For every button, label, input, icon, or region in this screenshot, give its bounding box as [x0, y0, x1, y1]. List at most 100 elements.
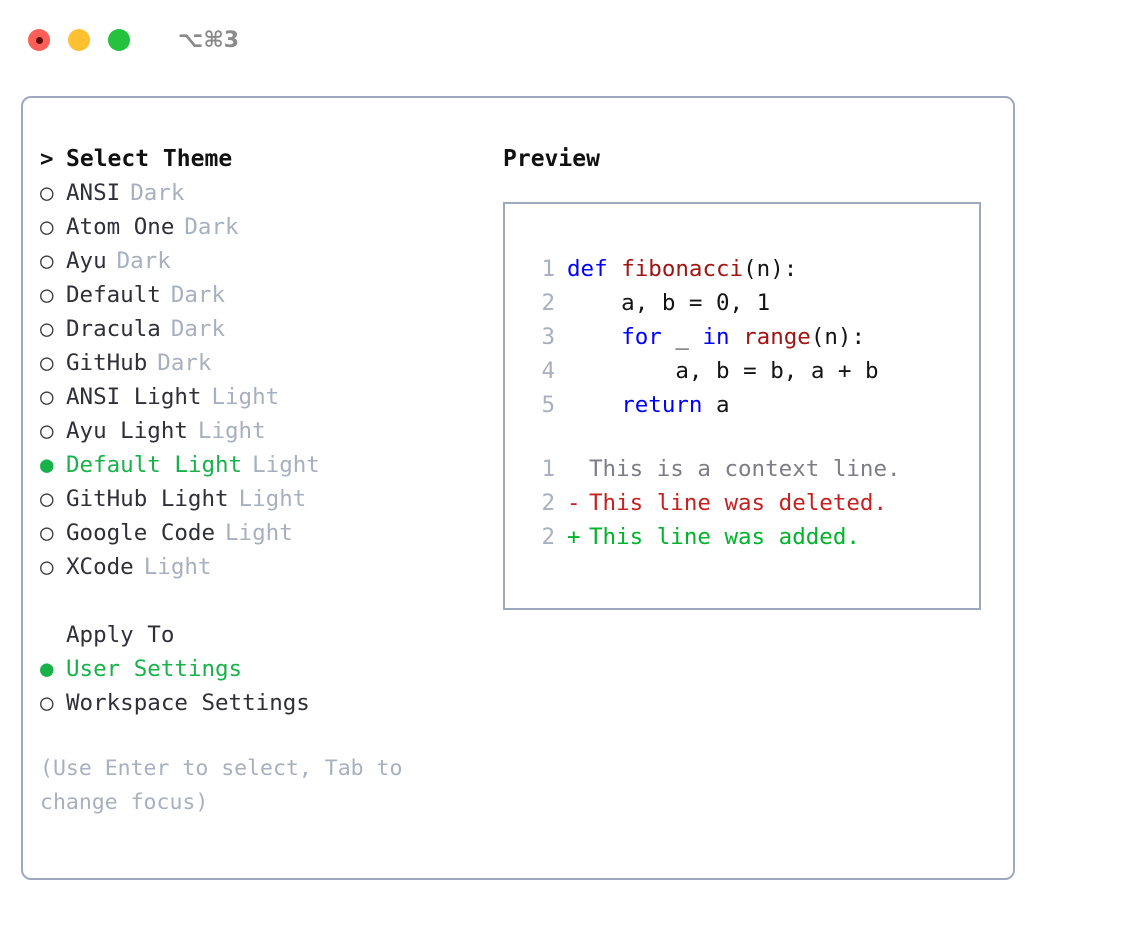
code-line-content: a, b = b, a + b	[567, 354, 878, 388]
theme-name: Default	[66, 282, 161, 308]
window-titlebar: ⌥⌘3	[0, 0, 1140, 80]
maximize-icon[interactable]	[108, 29, 130, 51]
code-token-pl: (n):	[810, 324, 866, 350]
code-line: 4 a, b = b, a + b	[519, 354, 979, 388]
code-token-pl	[567, 392, 621, 418]
code-diff-gap	[519, 422, 979, 452]
theme-list-item[interactable]: ○ Google Code Light	[40, 516, 500, 550]
theme-category-badge: Dark	[157, 350, 212, 376]
theme-category-badge: Light	[197, 418, 266, 444]
theme-name: GitHub Light	[66, 486, 229, 512]
diff-line-number: 2	[541, 490, 555, 516]
code-token-pl: _	[661, 324, 703, 350]
radio-unselected-icon[interactable]: ○	[40, 316, 54, 342]
diff-sign	[567, 452, 589, 486]
prompt-caret-icon: >	[40, 146, 54, 172]
theme-name: Google Code	[66, 520, 216, 546]
code-token-pl	[567, 324, 621, 350]
theme-name: Default Light	[66, 452, 243, 478]
close-icon[interactable]	[28, 29, 50, 51]
theme-list-item[interactable]: ○ Atom One Dark	[40, 210, 500, 244]
radio-unselected-icon[interactable]: ○	[40, 520, 54, 546]
radio-selected-icon[interactable]: ●	[40, 656, 54, 682]
apply-to-label: Apply To	[66, 622, 175, 648]
code-line-content: def fibonacci(n):	[567, 252, 797, 286]
theme-category-badge: Light	[238, 486, 307, 512]
code-token-pl: a, b = 0, 1	[567, 290, 771, 316]
theme-category-badge: Dark	[184, 214, 239, 240]
code-token-pl: a	[702, 392, 730, 418]
radio-selected-icon[interactable]: ●	[40, 452, 54, 478]
minimize-icon[interactable]	[68, 29, 90, 51]
radio-unselected-icon[interactable]: ○	[40, 554, 54, 580]
code-token-kw: return	[621, 392, 703, 418]
close-icon-center	[35, 36, 43, 44]
theme-name: GitHub	[66, 350, 148, 376]
traffic-light-buttons	[28, 29, 130, 51]
theme-name: Dracula	[66, 316, 161, 342]
apply-to-option[interactable]: ○ Workspace Settings	[40, 686, 500, 720]
list-spacer	[40, 584, 500, 618]
theme-list-item[interactable]: ○ GitHub Light Light	[40, 482, 500, 516]
code-line-number: 1	[541, 256, 555, 282]
radio-unselected-icon[interactable]: ○	[40, 248, 54, 274]
theme-list-item[interactable]: ● Default Light Light	[40, 448, 500, 482]
apply-to-indent: ○	[40, 618, 66, 652]
theme-category-badge: Light	[225, 520, 293, 546]
diff-line: 1 This is a context line.	[519, 452, 979, 486]
code-token-fn: fibonacci	[621, 256, 744, 282]
diff-line-number: 1	[541, 456, 555, 482]
code-token-kw: in	[702, 324, 730, 350]
diff-line-text: This line was deleted.	[589, 490, 888, 516]
radio-unselected-icon[interactable]: ○	[40, 214, 54, 240]
page-title: Select Theme	[66, 146, 233, 172]
theme-category-badge: Light	[252, 452, 320, 478]
theme-category-badge: Dark	[116, 248, 171, 274]
theme-list-item[interactable]: ○ GitHub Dark	[40, 346, 500, 380]
theme-list-item[interactable]: ○ ANSI Light Light	[40, 380, 500, 414]
code-token-kw: for	[621, 324, 662, 350]
theme-name: ANSI Light	[66, 384, 202, 410]
code-line-content: return a	[567, 388, 730, 422]
radio-unselected-icon[interactable]: ○	[40, 180, 54, 206]
radio-unselected-icon[interactable]: ○	[40, 486, 54, 512]
radio-unselected-icon[interactable]: ○	[40, 690, 54, 716]
diff-line-text: This is a context line.	[589, 456, 901, 482]
diff-sample: 1 This is a context line.2-This line was…	[519, 452, 979, 554]
code-line: 3 for _ in range(n):	[519, 320, 979, 354]
diff-sign: -	[567, 490, 581, 516]
theme-category-badge: Light	[211, 384, 280, 410]
radio-unselected-icon[interactable]: ○	[40, 282, 54, 308]
theme-list-item[interactable]: ○ Ayu Dark	[40, 244, 500, 278]
preview-title: Preview	[503, 146, 600, 172]
diff-line: 2-This line was deleted.	[519, 486, 979, 520]
keyboard-shortcut-label: ⌥⌘3	[178, 27, 240, 53]
theme-name: ANSI	[66, 180, 121, 206]
apply-to-option-label: Workspace Settings	[66, 690, 310, 716]
radio-unselected-icon[interactable]: ○	[40, 418, 54, 444]
theme-name: Ayu	[66, 248, 107, 274]
apply-to-option[interactable]: ●User Settings	[40, 652, 500, 686]
theme-name: Atom One	[66, 214, 175, 240]
code-line: 5 return a	[519, 388, 979, 422]
radio-unselected-icon[interactable]: ○	[40, 384, 54, 410]
radio-unselected-icon[interactable]: ○	[40, 350, 54, 376]
theme-name: XCode	[66, 554, 134, 580]
code-line-number: 2	[541, 290, 555, 316]
diff-line-number: 2	[541, 524, 555, 550]
code-line-content: a, b = 0, 1	[567, 286, 770, 320]
code-line: 2 a, b = 0, 1	[519, 286, 979, 320]
code-token-pl: (n):	[743, 256, 798, 282]
